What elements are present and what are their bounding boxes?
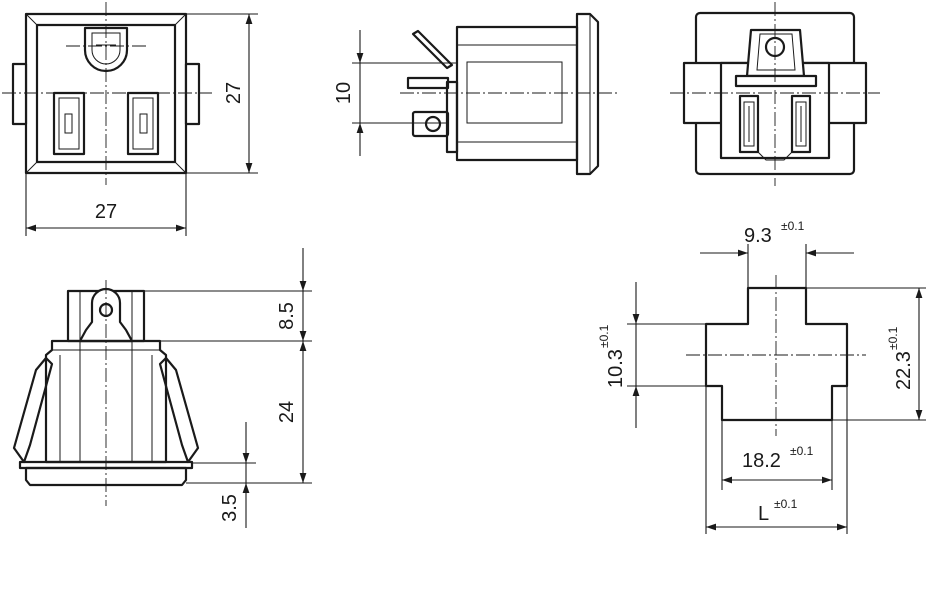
front-right-latch	[184, 62, 201, 126]
front-left-latch	[11, 62, 28, 126]
cutout-bottom-width-tolerance: ±0.1	[790, 444, 814, 458]
front-height-label: 27	[223, 82, 245, 104]
cutout-top-width-label: 9.3	[744, 225, 772, 247]
cutout-total-height-label: 22.3	[893, 351, 915, 390]
side-view: 10	[333, 12, 620, 176]
cutout-bottom-width-label: 18.2	[742, 450, 781, 472]
cutout-top-width-tolerance: ±0.1	[781, 219, 805, 233]
panel-cutout-outline	[704, 286, 849, 422]
side-lower-pin	[411, 110, 450, 138]
side-upper-pin	[406, 76, 450, 90]
cutout-L-tolerance: ±0.1	[774, 497, 798, 511]
front-width-label: 27	[95, 201, 117, 223]
front-view: 27 27	[2, 2, 258, 236]
top-pin-label: 8.5	[276, 302, 298, 330]
side-flange	[575, 12, 600, 176]
panel-cutout-view: 9.3 ±0.1 10.3 ±0.1 22.3 ±0.1 18.2 ±0.1 L…	[597, 219, 926, 534]
rear-right-pin	[790, 94, 812, 154]
rear-ground-terminal	[745, 28, 806, 78]
rear-view	[670, 2, 880, 186]
ground-pin-hole	[83, 26, 129, 73]
top-body-label: 24	[276, 401, 298, 423]
top-flange-label: 3.5	[219, 494, 241, 522]
cutout-total-height-tolerance: ±0.1	[886, 326, 900, 350]
top-flange	[24, 466, 188, 487]
side-pin-label: 10	[333, 82, 355, 104]
side-body	[455, 25, 579, 162]
rear-left-pin	[738, 94, 760, 154]
top-view: 8.5 24 3.5	[12, 248, 312, 528]
cutout-mid-height-label: 10.3	[605, 349, 627, 388]
cutout-L-label: L	[758, 503, 769, 525]
cutout-mid-height-tolerance: ±0.1	[597, 324, 611, 348]
side-ground-terminal	[411, 29, 454, 70]
